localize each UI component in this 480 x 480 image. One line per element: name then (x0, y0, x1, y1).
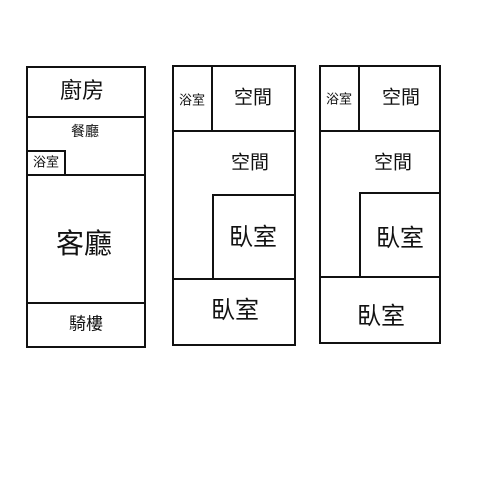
floor-1-living-room (26, 174, 146, 304)
floor-3-bedroom-front-label: 臥室 (357, 302, 405, 330)
floor-3-bath-room (319, 65, 360, 132)
floor-3-space-top-label: 空間 (381, 86, 421, 109)
floor-1-kitchen-room (26, 66, 146, 118)
floor-1-kitchen-label: 廚房 (59, 79, 105, 104)
floor-2-space-top-label: 空間 (233, 86, 273, 109)
floor-2-space-top-room (211, 65, 296, 132)
floor-2-bedroom-front-room (172, 278, 296, 346)
floor-2-space-mid-label: 空間 (230, 151, 270, 174)
floor-1-dining-label: 餐廳 (71, 124, 99, 140)
floor-2-bath-label: 浴室 (178, 93, 206, 109)
floor-3-bedroom-inner-room (359, 192, 441, 278)
floor-3-space-mid-label: 空間 (373, 151, 413, 174)
floor-1-arcade-room (26, 302, 146, 348)
floor-2-bedroom-inner-label: 臥室 (229, 223, 277, 251)
floor-3-bedroom-inner-label: 臥室 (376, 224, 424, 252)
floor-1-bath-label: 浴室 (32, 155, 60, 171)
floor-3-bath-label: 浴室 (325, 92, 353, 108)
floor-1-living-label: 客廳 (55, 227, 113, 260)
floor-3-bedroom-front-room (319, 276, 441, 344)
floor-2-bedroom-inner-room (212, 194, 296, 280)
floor-1-arcade-label: 騎樓 (69, 314, 103, 335)
floor-3-space-top-room (358, 65, 441, 132)
floor-2-bedroom-front-label: 臥室 (211, 296, 259, 324)
